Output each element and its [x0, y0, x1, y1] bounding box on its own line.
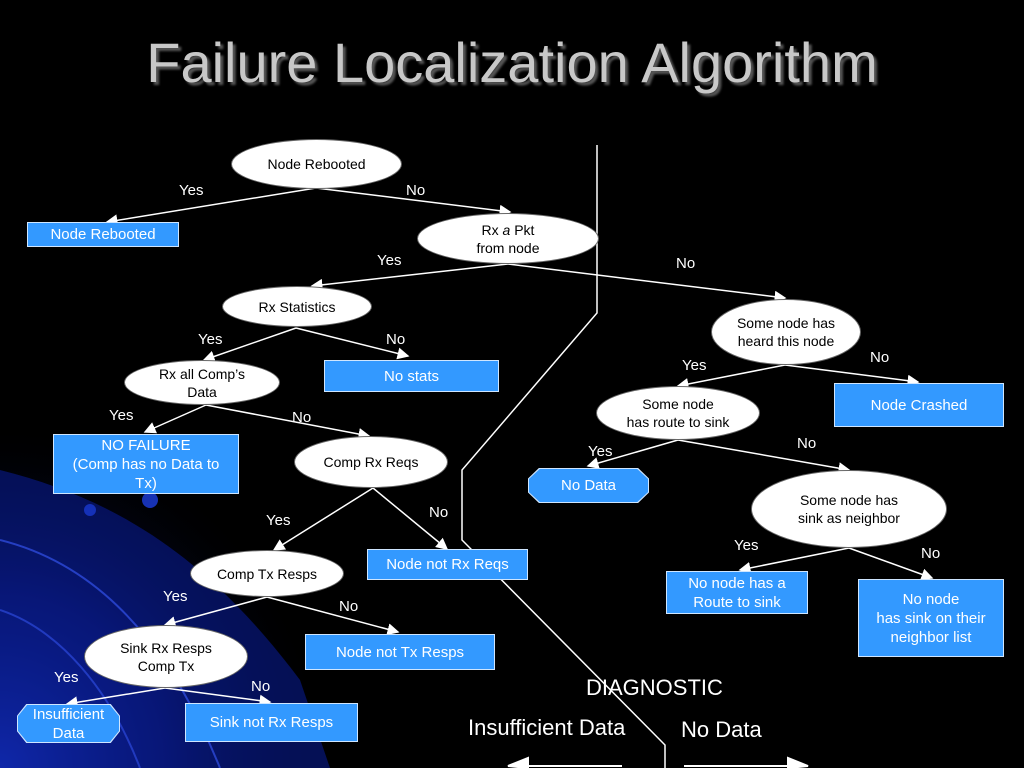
question-comp-rx-reqs: Comp Rx Reqs — [294, 436, 448, 488]
edge-label-no: No — [676, 255, 696, 272]
question-label: Some node has sink as neighbor — [798, 492, 900, 526]
edge-label-no: No — [406, 182, 426, 199]
question-label: Rx Statistics — [258, 298, 336, 315]
edge-label-no: No — [386, 331, 406, 348]
edge-label-no: No — [870, 349, 890, 366]
edge-label-yes: Yes — [734, 537, 759, 554]
result-insufficient-data: Insufficient Data — [18, 705, 119, 742]
question-rx-statistics: Rx Statistics — [222, 286, 372, 327]
question-sink-rx-resps: Sink Rx Resps Comp Tx — [84, 625, 248, 688]
result-no-stats: No stats — [324, 360, 499, 392]
result-label: No node has a Route to sink — [688, 574, 786, 611]
result-label: Insufficient Data — [32, 705, 105, 742]
edge-label-yes: Yes — [54, 669, 79, 686]
result-no-route: No node has a Route to sink — [666, 571, 808, 614]
question-rx-all-comp-data: Rx all Comp’s Data — [124, 360, 280, 405]
result-label: No Data — [560, 477, 617, 494]
edge-label-yes: Yes — [266, 512, 291, 529]
edge-label-yes: Yes — [198, 331, 223, 348]
legend-heading: DIAGNOSTIC — [586, 675, 723, 700]
result-label: NO FAILURE (Comp has no Data to Tx) — [72, 436, 220, 492]
question-sink-as-neighbor: Some node has sink as neighbor — [751, 470, 947, 548]
edge-label-yes: Yes — [377, 252, 402, 269]
result-label: Node Crashed — [870, 396, 968, 414]
edge-label-no: No — [797, 435, 817, 452]
result-label: Node not Tx Resps — [335, 643, 465, 661]
slide-title: Failure Localization Algorithm — [146, 31, 878, 94]
result-label: No stats — [383, 367, 440, 385]
edge-label-no: No — [292, 409, 312, 426]
result-label: Node Rebooted — [50, 226, 156, 243]
result-label: Sink not Rx Resps — [209, 714, 334, 731]
edge-label-yes: Yes — [588, 443, 613, 460]
result-no-sink-on-list: No node has sink on their neighbor list — [858, 579, 1004, 657]
edge-label-yes: Yes — [179, 182, 204, 199]
result-no-failure: NO FAILURE (Comp has no Data to Tx) — [53, 434, 239, 494]
result-node-crashed: Node Crashed — [834, 383, 1004, 427]
edge-label-no: No — [429, 504, 449, 521]
result-node-rebooted: Node Rebooted — [27, 222, 179, 247]
question-route-to-sink: Some node has route to sink — [596, 386, 760, 440]
legend-insufficient-data: Insufficient Data — [468, 715, 626, 740]
edge-label-yes: Yes — [682, 357, 707, 374]
legend-no-data: No Data — [681, 717, 762, 742]
question-label: Some node has route to sink — [626, 396, 730, 430]
edge-label-yes: Yes — [109, 407, 134, 424]
question-label: Sink Rx Resps Comp Tx — [120, 639, 212, 674]
question-label: Rx a Pkt from node — [476, 221, 540, 256]
question-node-rebooted: Node Rebooted — [231, 139, 402, 189]
edge-label-no: No — [339, 598, 359, 615]
result-node-not-tx-resps: Node not Tx Resps — [305, 634, 495, 670]
question-rx-a-pkt: Rx a Pkt from node — [417, 213, 599, 264]
result-node-not-rx-reqs: Node not Rx Reqs — [367, 549, 528, 580]
result-label: Node not Rx Reqs — [386, 556, 509, 573]
question-label: Node Rebooted — [267, 156, 366, 172]
result-sink-not-rx-resps: Sink not Rx Resps — [185, 703, 358, 742]
result-label: No node has sink on their neighbor list — [876, 590, 986, 646]
question-label: Comp Rx Reqs — [323, 454, 419, 470]
result-no-data: No Data — [529, 469, 648, 502]
edge-label-no: No — [251, 678, 271, 695]
question-label: Some node has heard this node — [736, 315, 836, 349]
edge-label-yes: Yes — [163, 588, 188, 605]
edge-label-no: No — [921, 545, 941, 562]
question-label: Comp Tx Resps — [216, 565, 318, 582]
question-label: Rx all Comp’s Data — [158, 365, 246, 400]
question-comp-tx-resps: Comp Tx Resps — [190, 550, 344, 597]
question-heard-node: Some node has heard this node — [711, 299, 861, 365]
